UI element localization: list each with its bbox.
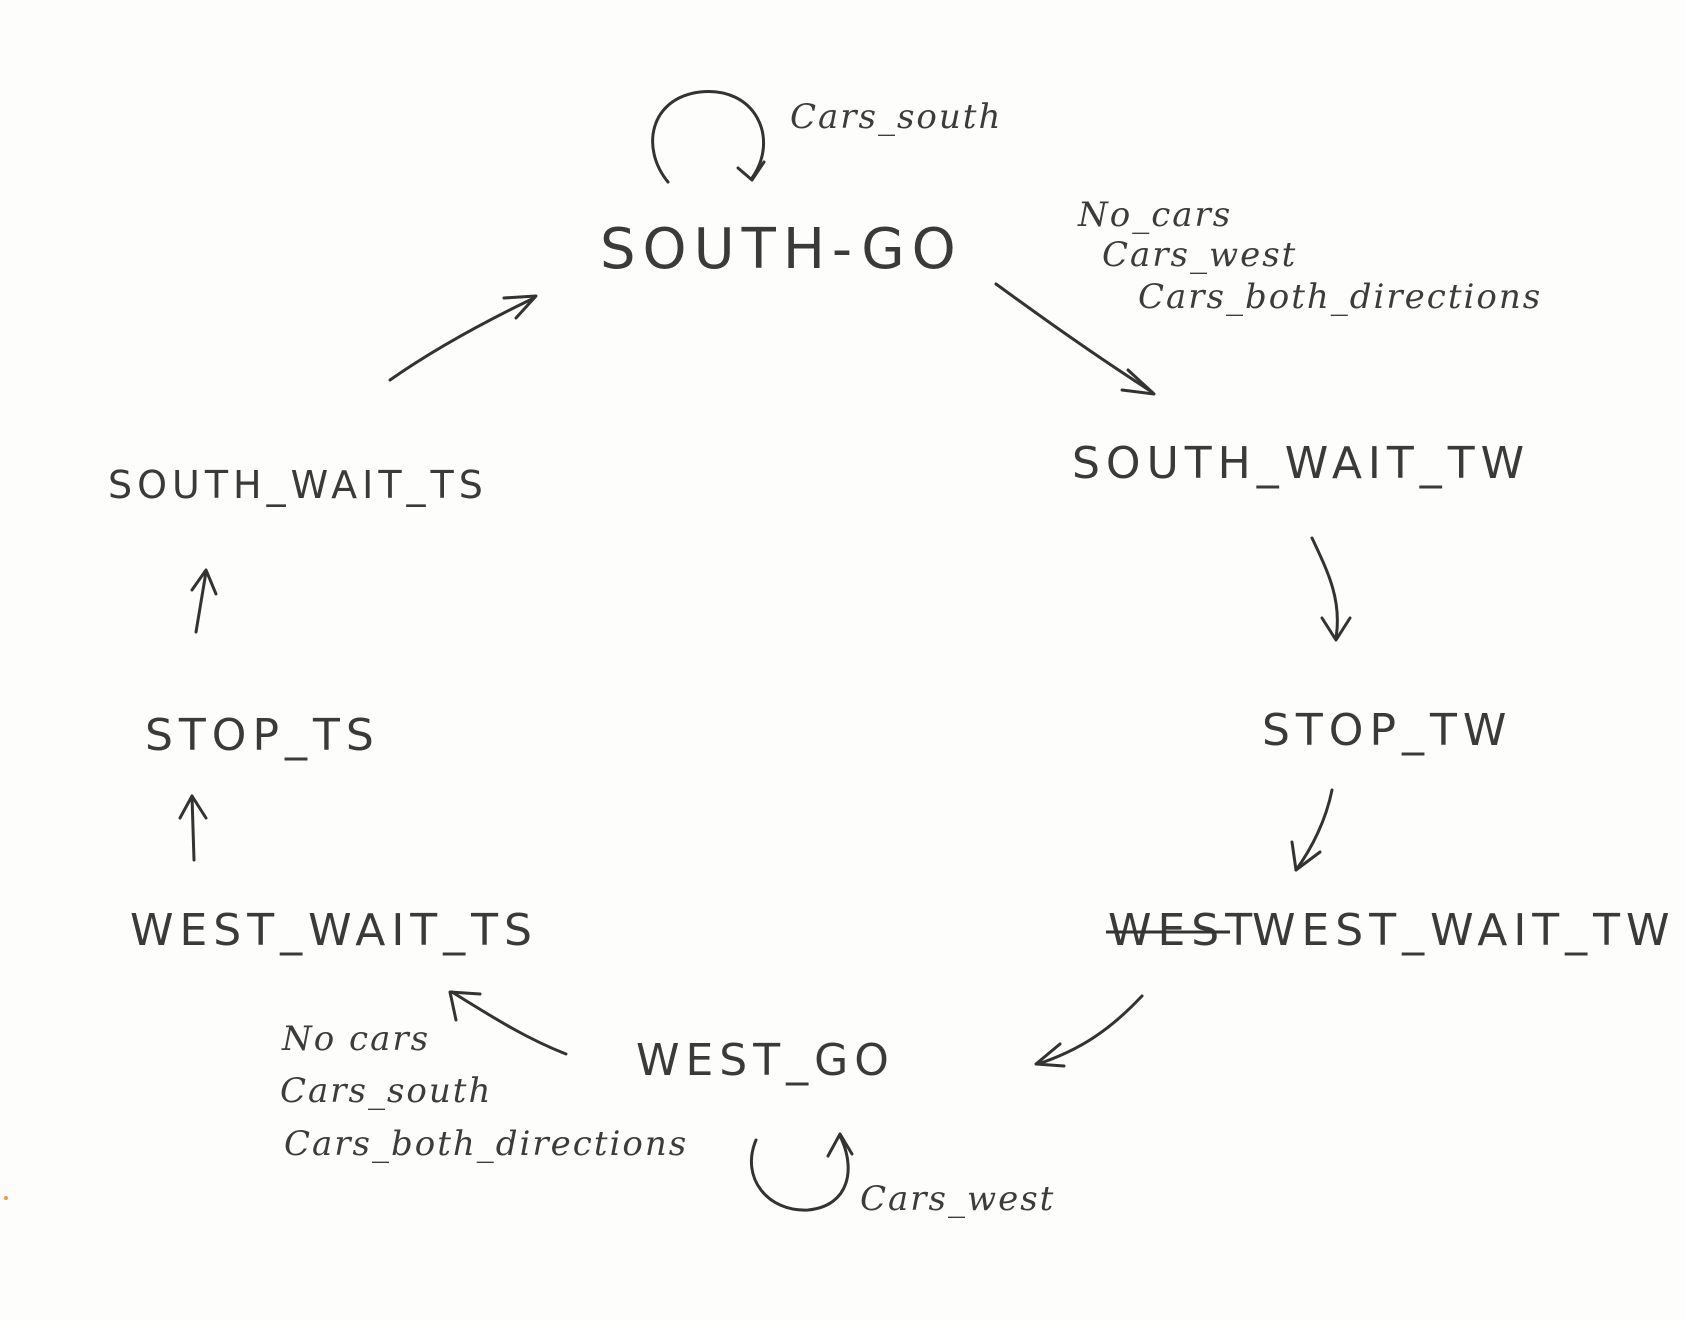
self-loop-west-go-arrow	[750, 1132, 854, 1212]
state-west-wait-tw-group: WEST WEST_WAIT_TW	[1106, 905, 1676, 956]
state-west-go: WEST_GO	[636, 1035, 895, 1086]
state-south-wait-ts: SOUTH_WAIT_TS	[108, 463, 488, 507]
arrow-south-wait-tw-to-stop-tw	[1310, 536, 1352, 642]
self-loop-south-go-arrow	[651, 90, 766, 184]
arrow-south-wait-ts-to-south-go	[388, 294, 538, 382]
cond-south-go-out-3: Cars_both_directions	[1138, 277, 1542, 317]
state-stop-ts: STOP_TS	[145, 710, 380, 761]
cond-south-go-out-2: Cars_west	[1102, 235, 1297, 275]
arrow-west-wait-ts-to-stop-ts	[178, 794, 208, 862]
cond-west-go-self: Cars_west	[860, 1179, 1055, 1219]
arrow-south-go-to-south-wait-tw	[994, 282, 1156, 396]
cond-south-go-self: Cars_south	[790, 97, 1002, 137]
state-stop-tw: STOP_TW	[1262, 705, 1512, 756]
state-south-wait-tw: SOUTH_WAIT_TW	[1072, 438, 1530, 489]
cond-south-go-out-1: No_cars	[1077, 195, 1232, 235]
cond-west-go-out-3: Cars_both_directions	[284, 1124, 688, 1164]
state-west-wait-ts: WEST_WAIT_TS	[130, 905, 538, 956]
state-west-wait-tw: WEST_WAIT_TW	[1252, 905, 1676, 956]
arrow-west-wait-tw-to-west-go	[1034, 994, 1144, 1068]
arrow-stop-tw-to-west-wait-tw	[1290, 788, 1334, 872]
cond-west-go-out-1: No cars	[281, 1019, 430, 1059]
ink-dot-mark	[4, 1196, 8, 1200]
state-south-go: SOUTH-GO	[600, 217, 963, 282]
cond-west-go-out-2: Cars_south	[280, 1071, 492, 1111]
arrow-west-go-to-west-wait-ts	[448, 990, 568, 1056]
arrow-stop-ts-to-south-wait-ts	[190, 568, 218, 634]
